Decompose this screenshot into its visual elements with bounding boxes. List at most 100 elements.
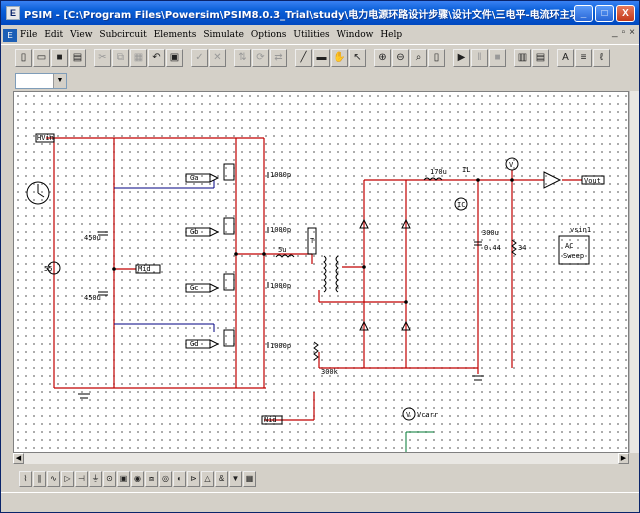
label-hvin[interactable]: HVin — [37, 134, 54, 142]
element-combo[interactable]: ▼ — [15, 73, 67, 89]
vertical-scrollbar[interactable] — [629, 91, 639, 453]
zoom-fit-icon[interactable]: ⌕ — [410, 49, 427, 67]
label-mid[interactable]: Mid — [138, 265, 151, 273]
hand-icon[interactable]: ✋ — [331, 49, 348, 67]
menu-window[interactable]: Window — [336, 30, 374, 40]
gate-icon[interactable]: ⊳ — [187, 471, 200, 487]
inductor-icon[interactable]: ∿ — [47, 471, 60, 487]
label-tap: T — [310, 237, 315, 245]
cut-icon[interactable]: ✂ — [94, 49, 111, 67]
menu-utilities[interactable]: Utilities — [293, 30, 330, 40]
label-ac-2: Sweep — [563, 252, 584, 260]
properties-icon[interactable]: ℓ — [593, 49, 610, 67]
waveform-icon[interactable]: ▤ — [532, 49, 549, 67]
horizontal-scrollbar[interactable]: ◀ ▶ — [13, 453, 629, 464]
logic-icon[interactable]: & — [215, 471, 228, 487]
pointer-icon[interactable]: ↖ — [349, 49, 366, 67]
label-cs4: 1000p — [270, 342, 291, 350]
scroll-left-icon[interactable]: ◀ — [13, 453, 24, 464]
cross-icon[interactable]: ✕ — [209, 49, 226, 67]
label-vdc: 55 — [44, 265, 52, 273]
label-esr: 0.44 — [484, 244, 501, 252]
doc-restore-button[interactable]: ▫ — [621, 27, 626, 38]
probe-v1: V — [509, 161, 514, 169]
minimize-button[interactable]: _ — [574, 4, 593, 22]
redo-icon[interactable]: ▣ — [166, 49, 183, 67]
label-vcarr: Vcarr — [417, 411, 438, 419]
mirror-icon[interactable]: ⇄ — [270, 49, 287, 67]
flip-icon[interactable]: ⇅ — [234, 49, 251, 67]
ground-icon[interactable]: ⏚ — [89, 471, 102, 487]
probe-v2: V — [406, 411, 411, 419]
schematic-canvas[interactable]: HVin 55 450u 450u Mid Ga Gb Gc Gd 1000p … — [13, 91, 629, 453]
document-controls: _ ▫ × — [612, 27, 635, 38]
source-icon[interactable]: ⊙ — [103, 471, 116, 487]
menu-help[interactable]: Help — [380, 30, 403, 40]
switch-icon[interactable]: ⊣ — [75, 471, 88, 487]
resistor-icon[interactable]: ⌇ — [19, 471, 32, 487]
menu-bar: E File Edit View Subcircuit Elements Sim… — [1, 26, 639, 45]
menu-file[interactable]: File — [20, 30, 38, 40]
print-icon[interactable]: ▤ — [69, 49, 86, 67]
open-icon[interactable]: ▭ — [33, 49, 50, 67]
window-title: PSIM - [C:\Program Files\Powersim\PSIM8.… — [24, 9, 574, 21]
title-bar[interactable]: E PSIM - [C:\Program Files\Powersim\PSIM… — [1, 1, 639, 25]
doc-close-button[interactable]: × — [629, 27, 635, 38]
label-il: IL — [462, 166, 470, 174]
sensor-icon[interactable]: ◐ — [173, 471, 186, 487]
stop-icon[interactable]: ■ — [489, 49, 506, 67]
new-icon[interactable]: ▯ — [15, 49, 32, 67]
run-simulation-icon[interactable]: ▶ — [453, 49, 470, 67]
zoom-in-icon[interactable]: ⊕ — [374, 49, 391, 67]
label-vsin: vsin1 — [570, 226, 591, 234]
probe-icon-2[interactable]: ◉ — [131, 471, 144, 487]
menu-options[interactable]: Options — [250, 30, 287, 40]
wire-icon[interactable]: ╱ — [295, 49, 312, 67]
probe-icon[interactable]: ≡ — [575, 49, 592, 67]
label-icon[interactable]: ▬ — [313, 49, 330, 67]
label-gate-a[interactable]: Ga — [190, 174, 198, 182]
rotate-icon[interactable]: ⟳ — [252, 49, 269, 67]
motor-icon[interactable]: ◎ — [159, 471, 172, 487]
paste-icon[interactable]: ▦ — [130, 49, 147, 67]
scroll-right-icon[interactable]: ▶ — [618, 453, 629, 464]
save-icon[interactable]: ■ — [51, 49, 68, 67]
menu-elements[interactable]: Elements — [153, 30, 197, 40]
menu-view[interactable]: View — [70, 30, 93, 40]
zoom-out-icon[interactable]: ⊖ — [392, 49, 409, 67]
zoom-page-icon[interactable]: ▯ — [428, 49, 445, 67]
label-nid[interactable]: Nid — [264, 416, 277, 424]
sink-icon[interactable]: ▼ — [229, 471, 242, 487]
maximize-button[interactable]: □ — [595, 4, 614, 22]
capacitor-icon[interactable]: ∥ — [33, 471, 46, 487]
transformer-icon[interactable]: ⧈ — [145, 471, 158, 487]
status-bar — [1, 492, 639, 512]
menu-subcircuit[interactable]: Subcircuit — [99, 30, 147, 40]
comparator-icon[interactable]: △ — [201, 471, 214, 487]
undo-icon[interactable]: ↶ — [148, 49, 165, 67]
simview-icon[interactable]: ▥ — [514, 49, 531, 67]
menu-edit[interactable]: Edit — [44, 30, 64, 40]
doc-minimize-button[interactable]: _ — [612, 27, 618, 38]
menu-simulate[interactable]: Simulate — [203, 30, 244, 40]
text-icon[interactable]: A — [557, 49, 574, 67]
label-cb: 300k — [321, 368, 339, 376]
check-icon[interactable]: ✓ — [191, 49, 208, 67]
label-gate-d[interactable]: Gd — [190, 340, 198, 348]
close-button[interactable]: X — [616, 4, 635, 22]
diode-icon[interactable]: ▷ — [61, 471, 74, 487]
label-co: 300u — [482, 229, 499, 237]
document-icon[interactable]: E — [3, 28, 17, 42]
chevron-down-icon[interactable]: ▼ — [53, 74, 66, 88]
pause-icon[interactable]: ‖ — [471, 49, 488, 67]
label-cs2: 1000p — [270, 226, 291, 234]
label-lr: 5u — [278, 246, 286, 254]
label-gate-c[interactable]: Gc — [190, 284, 198, 292]
meter-icon[interactable]: ▣ — [117, 471, 130, 487]
copy-icon[interactable]: ⧉ — [112, 49, 129, 67]
component-toolbar: ⌇ ∥ ∿ ▷ ⊣ ⏚ ⊙ ▣ ◉ ⧈ ◎ ◐ ⊳ △ & ▼ ▦ — [13, 468, 629, 490]
label-gate-b[interactable]: Gb — [190, 228, 198, 236]
psim-app-icon[interactable]: E — [6, 6, 20, 20]
label-vout[interactable]: Vout — [584, 177, 601, 185]
subcircuit-icon[interactable]: ▦ — [243, 471, 256, 487]
